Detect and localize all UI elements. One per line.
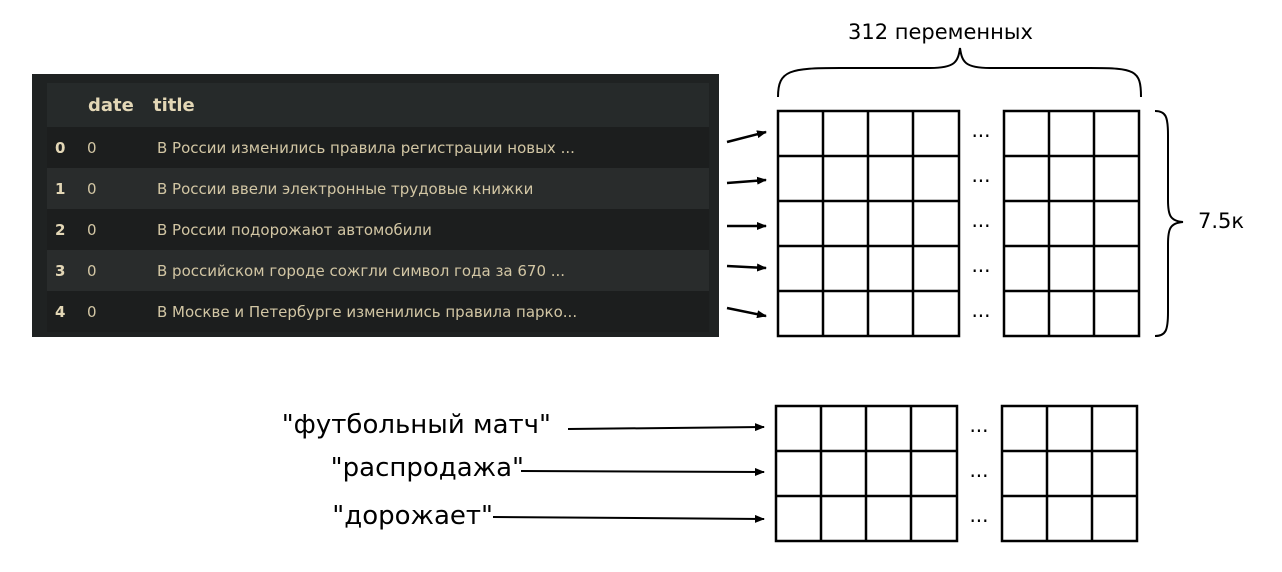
row-index: 1: [47, 168, 79, 209]
table-row: 2 0 В России подорожают автомобили: [47, 209, 709, 250]
ellipsis: ...: [971, 298, 990, 322]
row-date: 0: [79, 209, 153, 250]
ellipsis: ...: [971, 253, 990, 277]
ellipsis: ...: [971, 163, 990, 187]
ellipsis: ...: [971, 208, 990, 232]
bottom-matrix-left-block: [774, 404, 959, 543]
row-date: 0: [79, 168, 153, 209]
row-date: 0: [79, 291, 153, 332]
row-arrow: [726, 263, 767, 272]
row-arrow: [726, 176, 767, 185]
row-title: В Москве и Петербурге изменились правила…: [153, 291, 709, 332]
table-row: 4 0 В Москве и Петербурге изменились пра…: [47, 291, 709, 332]
columns-brace: [777, 47, 1142, 98]
row-index: 3: [47, 250, 79, 291]
row-date: 0: [79, 127, 153, 168]
rows-count-label: 7.5к: [1198, 209, 1245, 233]
word-arrow: [520, 467, 765, 476]
row-index: 0: [47, 127, 79, 168]
word-arrow: [492, 514, 765, 523]
word-label: "распродажа": [330, 453, 524, 483]
row-date: 0: [79, 250, 153, 291]
row-title: В России изменились правила регистрации …: [153, 127, 709, 168]
row-title: В России ввели электронные трудовые книж…: [153, 168, 709, 209]
table-row: 1 0 В России ввели электронные трудовые …: [47, 168, 709, 209]
ellipsis: ...: [969, 503, 988, 527]
row-title: В российском городе сожгли символ года з…: [153, 250, 709, 291]
ellipsis: ...: [969, 458, 988, 482]
row-index: 4: [47, 291, 79, 332]
ellipsis: ...: [971, 118, 990, 142]
table-row: 0 0 В России изменились правила регистра…: [47, 127, 709, 168]
table-header-row: date title: [47, 83, 709, 127]
row-index: 2: [47, 209, 79, 250]
header-title: title: [153, 83, 709, 127]
ellipsis: ...: [969, 413, 988, 437]
row-arrow: [726, 306, 767, 319]
dataframe-table: date title 0 0 В России изменились прави…: [47, 83, 709, 332]
dataframe-panel: date title 0 0 В России изменились прави…: [32, 74, 719, 337]
row-arrow: [726, 130, 767, 144]
row-title: В России подорожают автомобили: [153, 209, 709, 250]
top-matrix-left-block: [776, 109, 961, 338]
header-date: date: [79, 83, 153, 127]
word-label: "футбольный матч": [281, 410, 551, 440]
columns-count-label: 312 переменных: [848, 20, 1033, 44]
header-index: [47, 83, 79, 127]
word-label: "дорожает": [332, 501, 493, 531]
bottom-matrix-right-block: [1000, 404, 1139, 543]
top-matrix-right-block: [1002, 109, 1141, 338]
rows-brace: [1154, 110, 1184, 337]
word-arrow: [567, 423, 765, 432]
table-row: 3 0 В российском городе сожгли символ го…: [47, 250, 709, 291]
